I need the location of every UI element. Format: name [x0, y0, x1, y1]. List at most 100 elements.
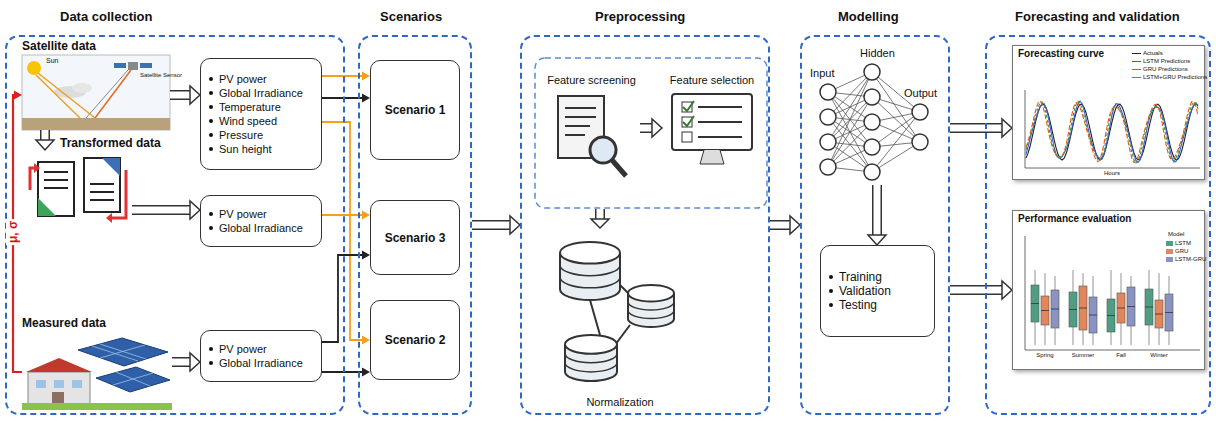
list-item: Global Irradiance: [209, 356, 313, 370]
arrowhead: [14, 91, 22, 100]
box-label: Feature screening: [547, 74, 636, 86]
stroke: [1069, 292, 1077, 327]
screening-icon: [558, 96, 626, 176]
block-arrow: [868, 185, 886, 245]
list-text: Training: [839, 270, 882, 284]
solar-plant-illustration: [22, 338, 172, 410]
stroke: [874, 185, 881, 235]
stroke: [950, 123, 1002, 133]
legend-item: GRU Predictions: [1132, 66, 1188, 72]
stroke: [560, 277, 620, 288]
stroke: [1155, 314, 1163, 315]
stroke: [1031, 285, 1039, 322]
stroke: [950, 287, 1002, 294]
panel-heading: Data collection: [60, 9, 152, 24]
stroke: [1025, 236, 1200, 350]
arrowhead: [1002, 281, 1012, 299]
stroke: [872, 185, 882, 235]
list-text: Temperature: [219, 100, 281, 114]
transform-icon: Transformed data: [22, 150, 132, 225]
list-text: PV power: [219, 342, 267, 356]
list-item: Validation: [829, 284, 926, 298]
stroke: [170, 92, 190, 99]
heading: Performance evaluation: [1018, 213, 1131, 224]
list-text: Global Irradiance: [219, 356, 303, 370]
stroke: [1026, 101, 1198, 162]
stroke: [628, 310, 674, 318]
step-icon: Normalization: [545, 228, 695, 410]
heading: Input: [810, 67, 834, 79]
network-icon: [820, 64, 928, 180]
list-item: PV power: [209, 72, 313, 86]
edge-label: μ, σ: [6, 219, 20, 245]
scenario-box: Scenario 3: [370, 200, 460, 275]
stroke: [1026, 101, 1198, 163]
legend-swatch: [1166, 249, 1173, 254]
stroke: [1165, 312, 1173, 313]
stroke: [565, 363, 617, 372]
scenario-box: Scenario 2: [370, 300, 460, 380]
bullet: [209, 91, 213, 95]
heading: Satellite data: [22, 39, 96, 53]
legend-text: LSTM+GRU Predictions: [1143, 74, 1207, 80]
stroke: [560, 265, 620, 276]
arrowhead: [362, 251, 370, 260]
legend-item: LSTM+GRU Predictions: [1132, 74, 1207, 80]
chart-label: Spring: [1036, 352, 1053, 359]
list-item: Training: [829, 270, 926, 284]
stroke: [1127, 287, 1135, 326]
stroke: [770, 222, 790, 229]
stroke: [1051, 290, 1059, 328]
stroke: [1165, 294, 1173, 331]
neuron: [820, 134, 836, 150]
arrowhead: [190, 201, 200, 219]
arrowhead: [510, 216, 520, 234]
stroke: [1026, 104, 1198, 160]
chart-label: Winter: [1150, 352, 1167, 359]
scenario-box: Scenario 1: [370, 60, 460, 160]
list-item: PV power: [209, 207, 313, 221]
chart-label: Model: [1168, 231, 1184, 238]
group-panel: ScenariosScenario 1Scenario 3Scenario 2: [358, 35, 472, 415]
stroke: [40, 130, 50, 140]
stroke: [170, 90, 190, 100]
stroke: [560, 242, 620, 264]
transformed-data-icon: [30, 158, 126, 223]
panel-heading: Scenarios: [380, 9, 442, 24]
bullet: [209, 347, 213, 351]
bullet: [209, 105, 213, 109]
step-icon: Feature selection: [662, 72, 762, 184]
stroke: [322, 255, 362, 342]
bullet: [829, 275, 833, 279]
stroke: [172, 357, 190, 367]
stroke: [322, 75, 362, 77]
stroke: [322, 214, 362, 216]
connector: [322, 368, 370, 377]
connector: [322, 211, 370, 220]
arrowhead: [1002, 119, 1012, 137]
variable-list: PV powerGlobal Irradiance: [200, 195, 322, 247]
chart-label: Hours: [1104, 170, 1120, 177]
panel-heading: Modelling: [838, 9, 899, 24]
list-item: PV power: [209, 342, 313, 356]
legend-item: GRU: [1166, 248, 1188, 254]
box-label: Scenario 3: [385, 231, 446, 245]
down-arrow: [591, 209, 609, 228]
stroke: [1117, 308, 1125, 309]
database-icon: [560, 242, 674, 381]
arrowhead: [362, 72, 370, 81]
bullet: [209, 212, 213, 216]
legend-item: LSTM: [1166, 240, 1191, 246]
stroke: [628, 285, 674, 302]
measured-image: Measured data: [22, 332, 172, 410]
neuron: [864, 114, 880, 130]
stroke: [1041, 310, 1049, 311]
stroke: [872, 72, 920, 142]
arrowhead: [362, 94, 370, 103]
arrowhead: [868, 235, 886, 245]
variable-list: PV powerGlobal IrradianceTemperatureWind…: [200, 58, 322, 170]
stroke: [565, 335, 617, 354]
stroke: [828, 97, 872, 167]
forecast-chart: [1013, 46, 1204, 179]
stroke: [950, 285, 1002, 295]
